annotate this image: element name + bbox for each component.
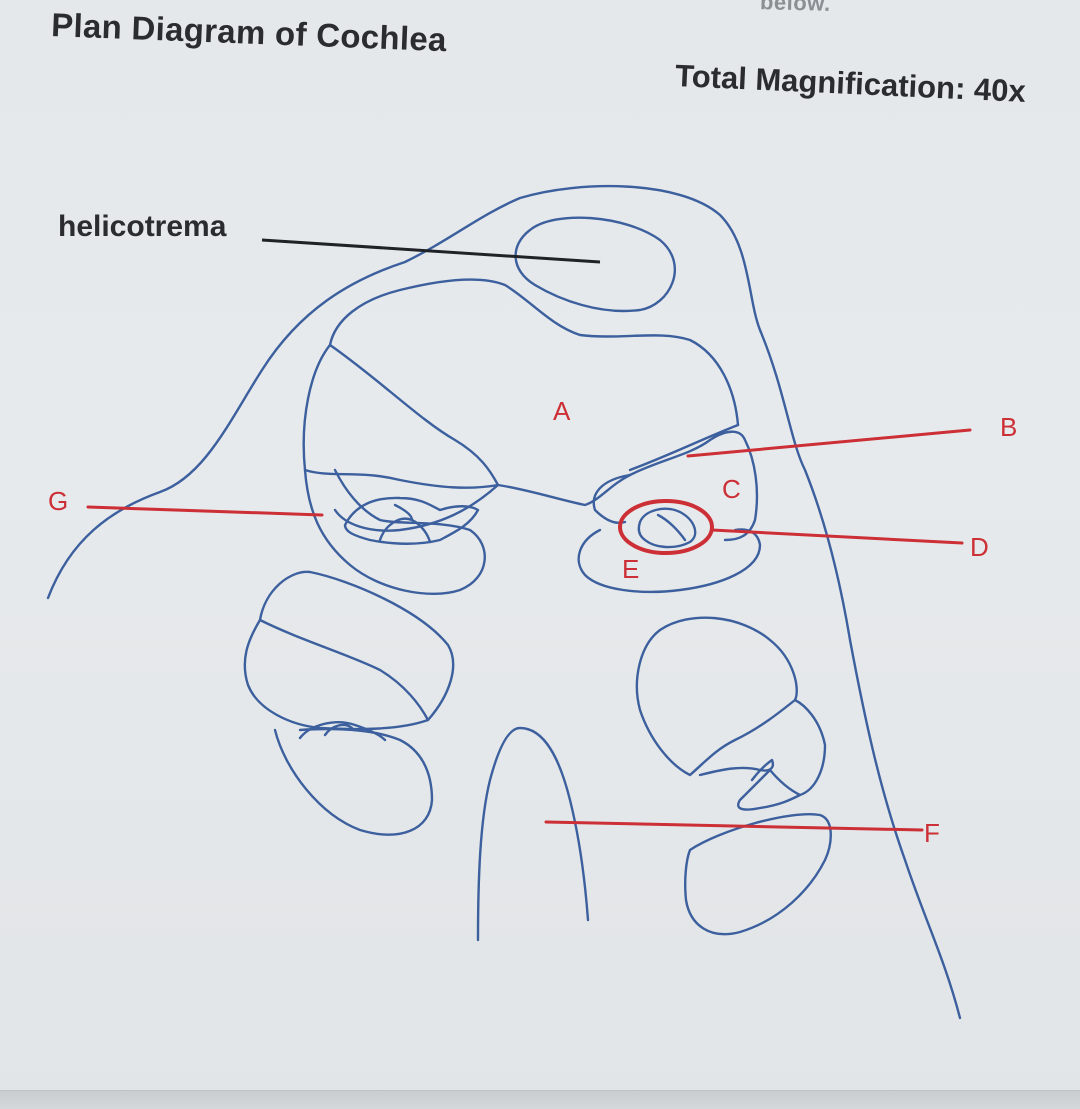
right-upper-divider [628,423,740,472]
label-f: F [924,818,940,848]
left-lower-organ [298,721,387,742]
right-upper-chamber [592,430,759,542]
label-d: D [970,532,989,562]
d-pointer [710,528,964,545]
label-b: B [1000,412,1017,442]
helicotrema-chamber [514,216,677,313]
right-lower-chamber-f [684,813,832,936]
left-middle-divider [258,618,430,722]
label-c: C [722,474,741,504]
helicotrema-label: helicotrema [58,210,227,243]
left-lower-chamber [273,727,434,836]
label-e: E [622,554,639,584]
screen-bezel [0,1090,1080,1109]
outer-outline [46,184,962,1020]
b-pointer [686,428,972,458]
f-pointer [544,820,924,832]
left-upper-divider [328,343,500,487]
central-link [496,473,632,507]
right-middle-chamber [635,616,827,811]
label-g: G [48,486,68,516]
organ-of-corti [637,507,697,549]
modiolus-upper-outline [328,278,740,427]
d-highlight-ring [618,499,714,555]
left-organ-structure [343,496,480,545]
right-middle-organ [698,758,774,782]
helicotrema-pointer [261,238,601,264]
g-pointer [86,505,324,517]
label-a: A [553,396,571,426]
right-lower-chamber [577,528,762,594]
left-middle-chamber [243,570,455,731]
modiolus-column [476,726,590,942]
left-upper-chamber [302,343,486,596]
left-organ-inner [378,503,432,544]
